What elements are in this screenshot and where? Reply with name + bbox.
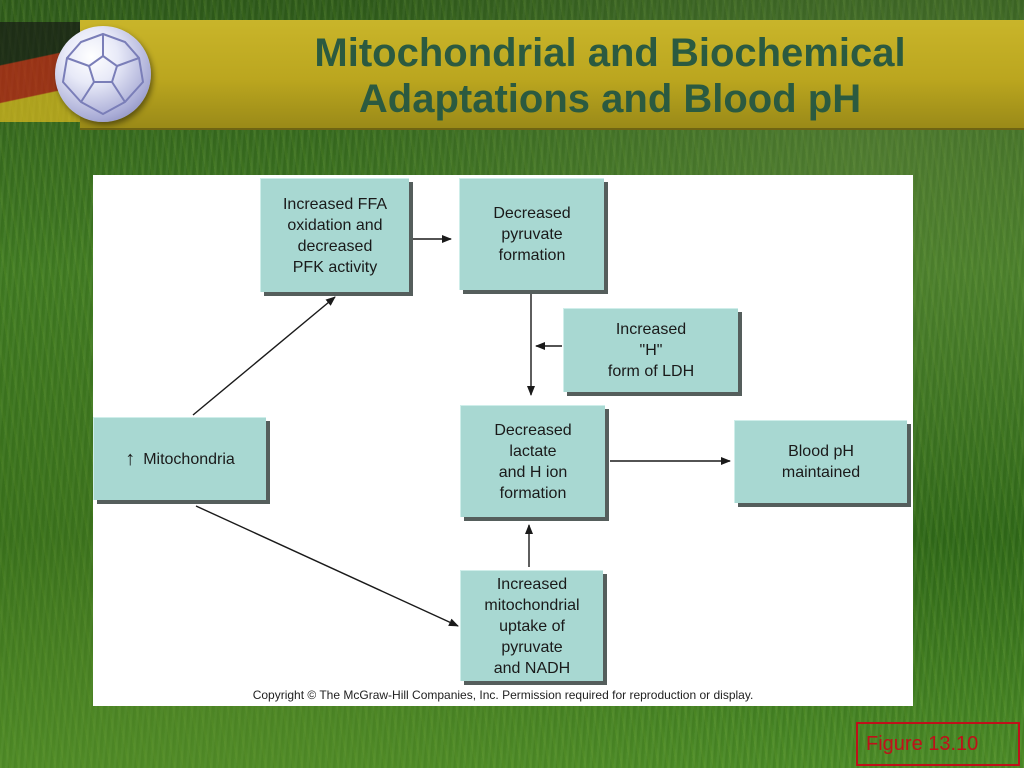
node-ffa-oxidation-label: Increased FFA oxidation and decreased PF… bbox=[282, 195, 388, 276]
copyright-notice: Copyright © The McGraw-Hill Companies, I… bbox=[252, 688, 754, 702]
figure-panel: Increased FFA oxidation and decreased PF… bbox=[93, 175, 913, 706]
slide-title-line-1: Mitochondrial and Biochemical bbox=[314, 31, 906, 75]
node-pyruvate-formation: Decreased pyruvate formation bbox=[459, 178, 604, 290]
up-arrow-icon: ↑ bbox=[125, 447, 136, 470]
node-ldh-label: Increased "H" form of LDH bbox=[607, 321, 695, 380]
slide-title: Mitochondrial and Biochemical Adaptation… bbox=[240, 30, 980, 122]
connector-layer bbox=[192, 235, 731, 627]
title-bar bbox=[80, 20, 1024, 130]
node-ffa-oxidation: Increased FFA oxidation and decreased PF… bbox=[260, 178, 409, 292]
node-pyruvate-formation-label: Decreased pyruvate formation bbox=[493, 205, 571, 264]
arrow-mito-to-ffa bbox=[192, 296, 336, 416]
arrow-mito-to-uptake bbox=[195, 505, 459, 627]
node-lactate-formation: Decreased lactate and H ion formation bbox=[460, 405, 605, 517]
node-blood-ph-label: Blood pH maintained bbox=[781, 443, 861, 481]
figure-label: Figure 13.10 bbox=[856, 722, 1020, 766]
node-ldh: Increased "H" form of LDH bbox=[563, 308, 738, 392]
node-mitochondrial-uptake-label: Increased mitochondrial uptake of pyruva… bbox=[484, 575, 580, 677]
node-mitochondria: ↑ Mitochondria bbox=[93, 417, 266, 500]
node-blood-ph: Blood pH maintained bbox=[734, 420, 907, 503]
node-lactate-formation-label: Decreased lactate and H ion formation bbox=[494, 421, 572, 502]
node-mitochondrial-uptake: Increased mitochondrial uptake of pyruva… bbox=[460, 570, 603, 681]
node-mitochondria-label: Mitochondria bbox=[143, 450, 235, 468]
soccer-ball-icon bbox=[55, 26, 151, 122]
slide-title-line-2: Adaptations and Blood pH bbox=[358, 77, 862, 121]
